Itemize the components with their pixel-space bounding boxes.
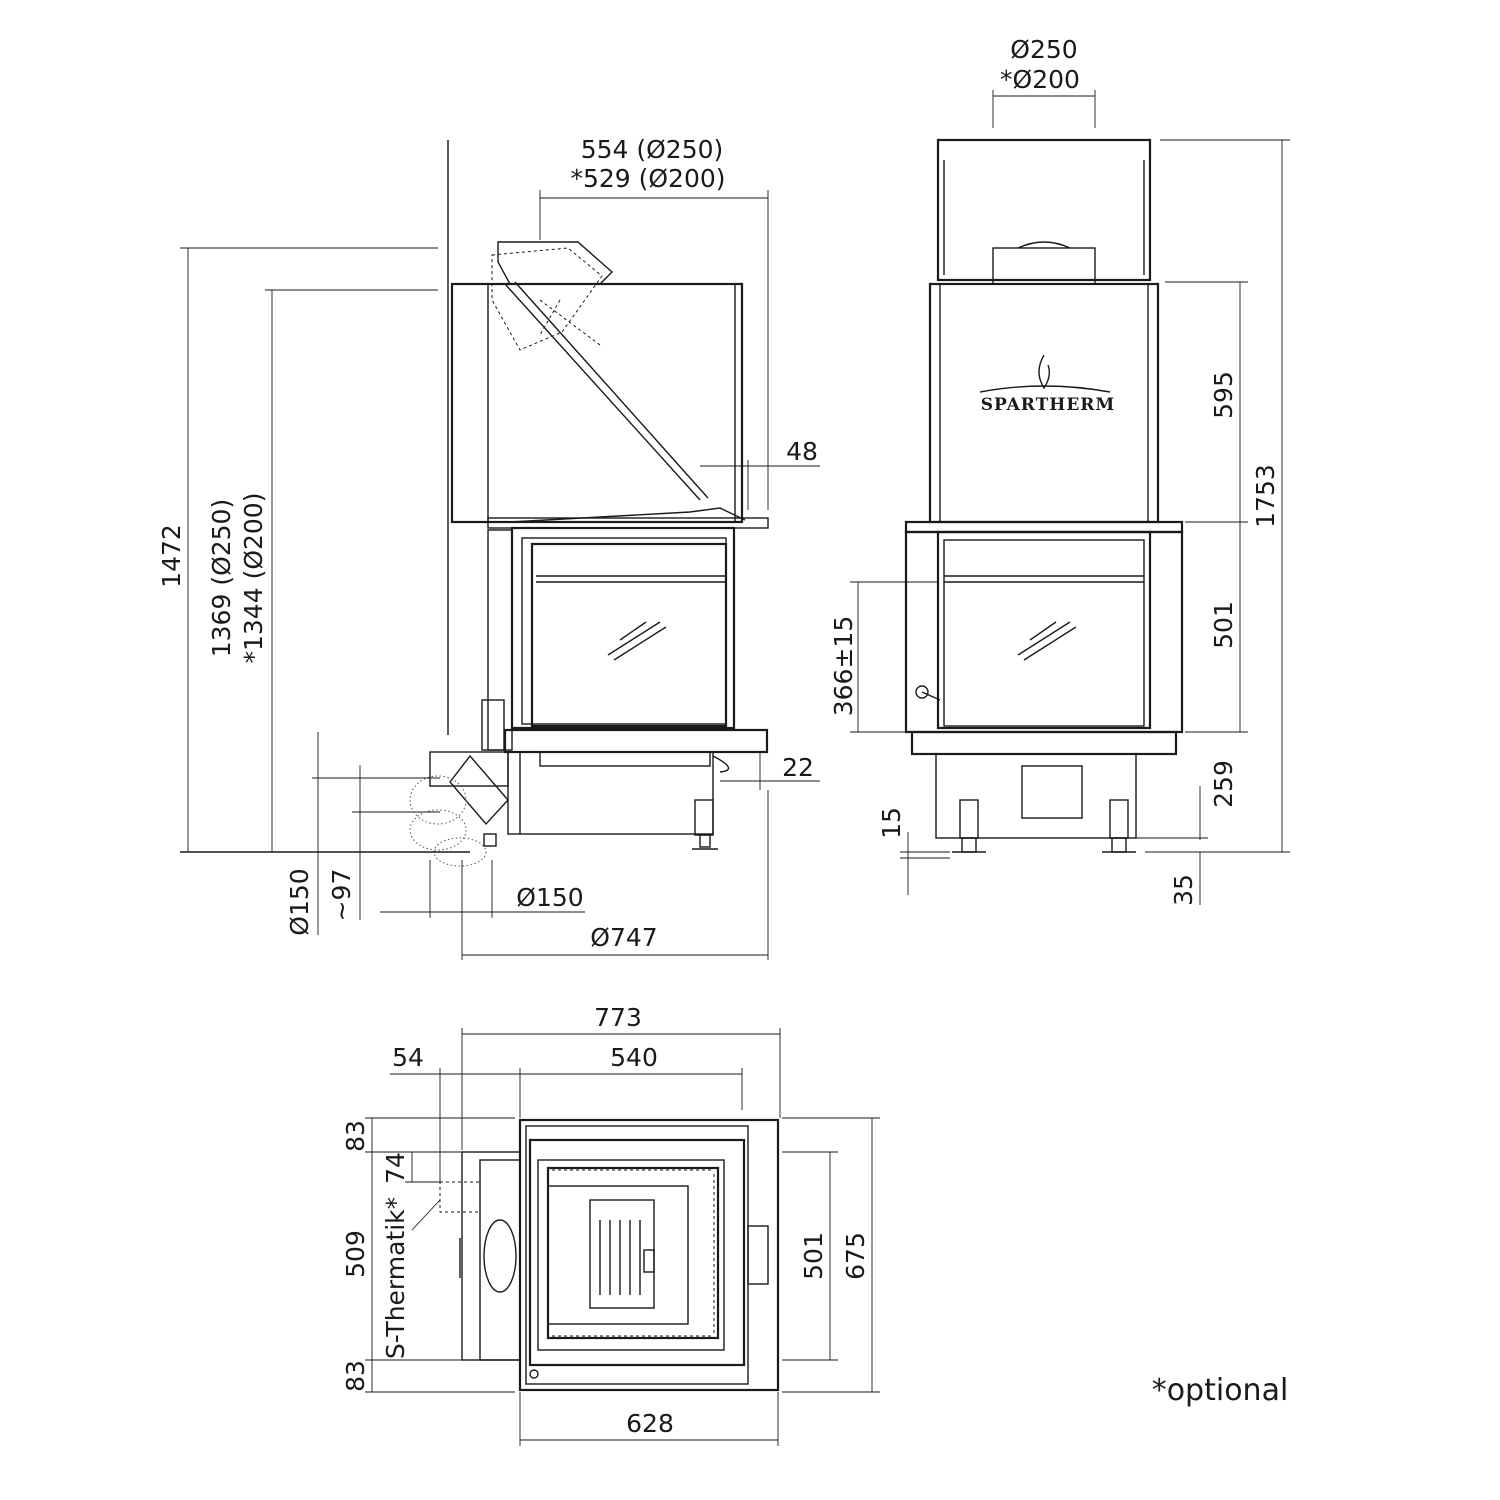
dim-thermatik-offset: 74	[381, 1152, 410, 1184]
flame-logo-icon	[1038, 354, 1051, 390]
dim-front-total-height: 1753	[1251, 464, 1280, 528]
dim-depth: Ø747	[590, 923, 657, 952]
dim-bottom-margin: 83	[341, 1360, 370, 1392]
front-view: SPARTHERM	[904, 138, 1184, 853]
dim-offset-bottom: 22	[782, 753, 814, 782]
dim-flue-width: 554 (Ø250)	[581, 135, 724, 164]
side-view	[180, 140, 769, 867]
front-view-dimensions: Ø250 *Ø200 1753 595 501 259 35 366±15 15	[829, 35, 1290, 906]
footnote: *optional	[1152, 1373, 1289, 1408]
dim-upper-height: 595	[1209, 371, 1238, 419]
dim-foot-15: 15	[877, 807, 906, 839]
dim-flue-width-optional: *529 (Ø200)	[570, 164, 725, 193]
dim-total-height: 1472	[157, 524, 186, 588]
dim-base-height: 259	[1209, 760, 1238, 808]
dim-glass-depth: 501	[799, 1232, 828, 1280]
dim-flue-dia: Ø250	[1010, 35, 1077, 64]
dim-inlet-offset: ~97	[327, 869, 356, 922]
dim-total-depth: 675	[841, 1232, 870, 1280]
dim-inner-depth: 509	[341, 1230, 370, 1278]
dim-foot-35: 35	[1169, 874, 1198, 906]
plan-view-dimensions: 773 540 54 83 509 83 74 S-Thermatik* 501	[341, 1003, 880, 1446]
thermatik-label: S-Thermatik*	[381, 1197, 410, 1359]
plan-view	[439, 1118, 780, 1392]
dim-bottom-width: 628	[626, 1409, 674, 1438]
dim-door-center: 366±15	[829, 616, 858, 716]
dim-flue-dia-optional: *Ø200	[1000, 65, 1080, 94]
dim-outlet-height-optional: *1344 (Ø200)	[239, 493, 268, 664]
dim-inlet-dia-left: Ø150	[285, 868, 314, 935]
dim-inlet-dia-bottom: Ø150	[516, 883, 583, 912]
side-view-dimensions: 554 (Ø250) *529 (Ø200) 1472 1369 (Ø250) …	[157, 135, 820, 960]
dim-outlet-height: 1369 (Ø250)	[207, 499, 236, 657]
dim-offset-top: 48	[786, 437, 818, 466]
dim-left-offset: 54	[392, 1043, 424, 1072]
dim-door-height: 501	[1209, 601, 1238, 649]
dim-plan-total-width: 773	[594, 1003, 642, 1032]
dim-door-width: 540	[610, 1043, 658, 1072]
brand-name: SPARTHERM	[981, 395, 1115, 415]
dim-top-margin: 83	[341, 1120, 370, 1152]
